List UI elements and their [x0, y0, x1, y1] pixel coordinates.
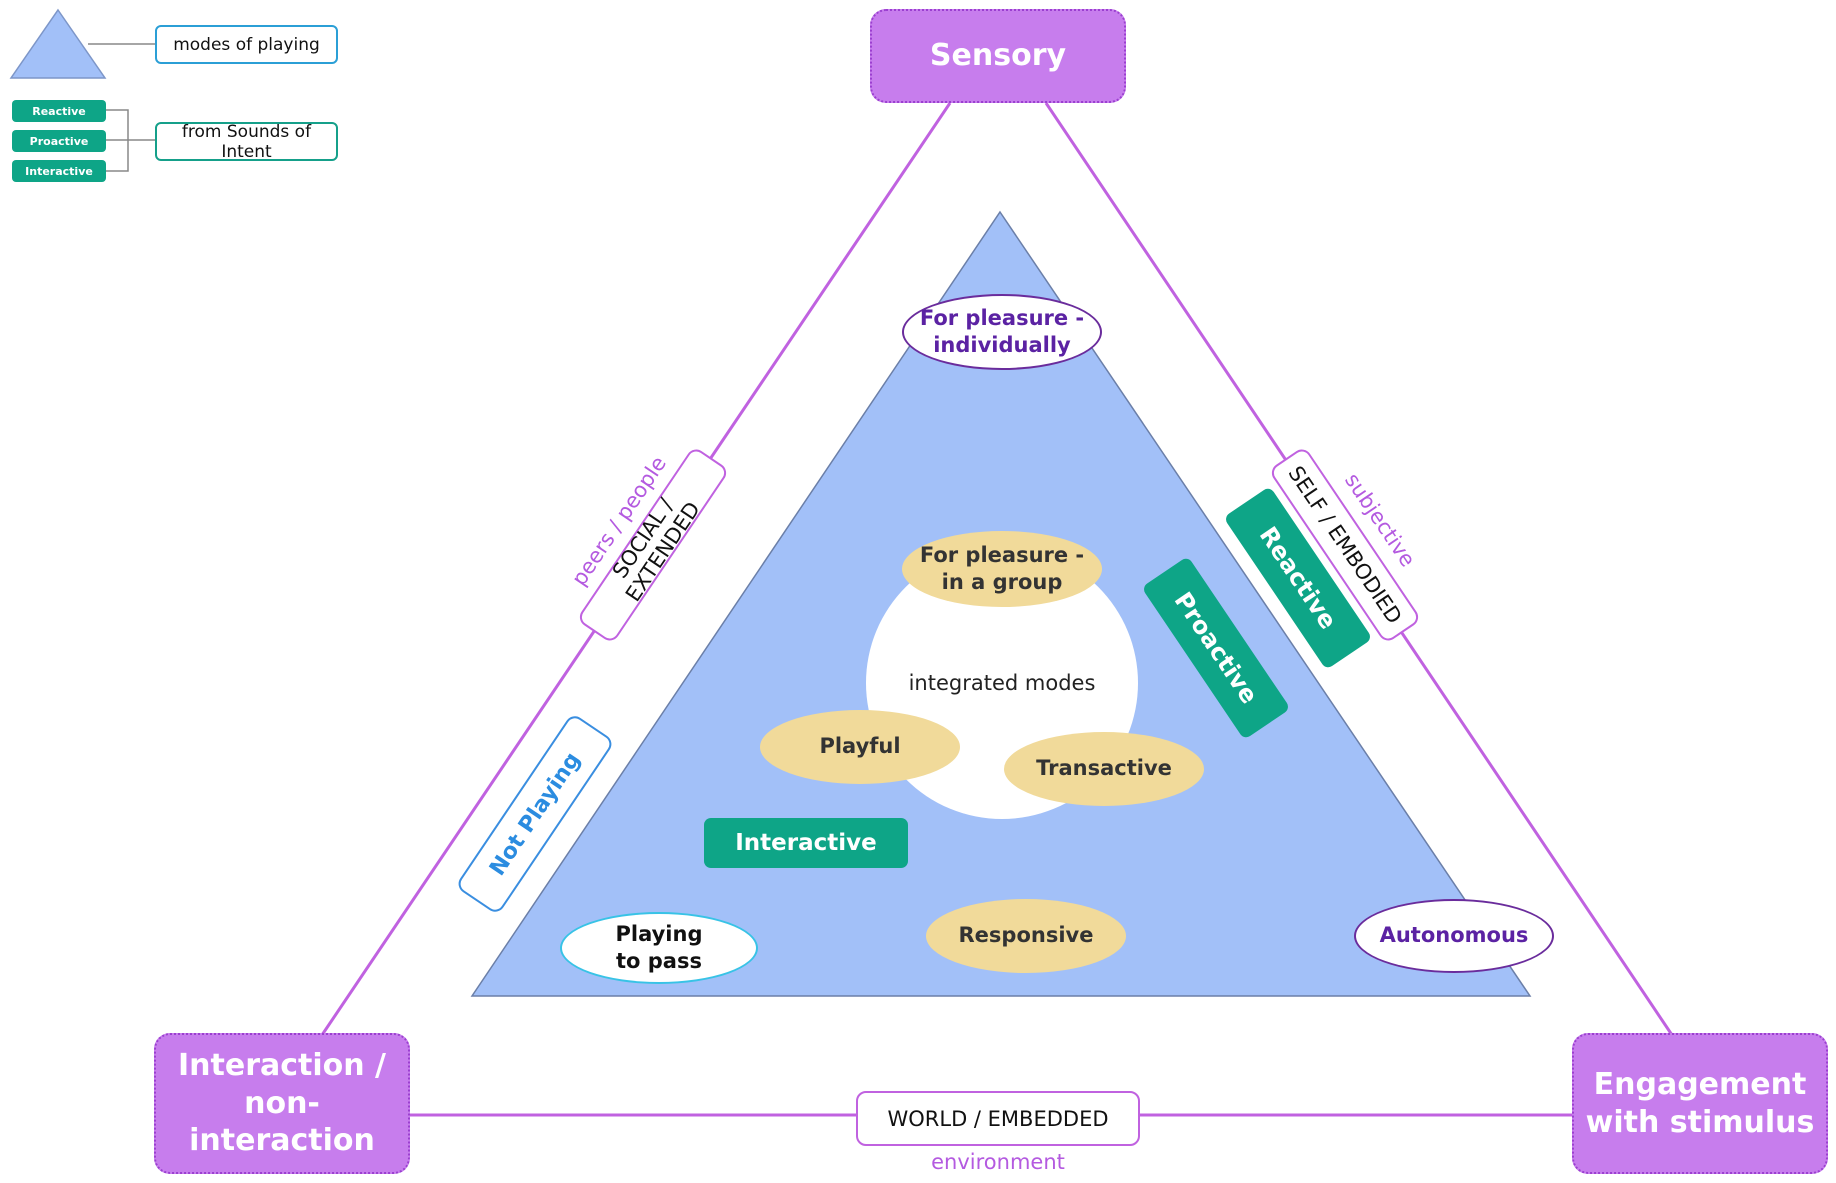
- edge-bottom-caption: environment: [931, 1150, 1065, 1174]
- mode-playful: Playful: [760, 710, 960, 784]
- corner-interaction: Interaction / non-interaction: [154, 1033, 410, 1174]
- mode-playing-to-pass-label: Playing to pass: [615, 921, 703, 973]
- tag-interactive: Interactive: [704, 818, 908, 868]
- mode-autonomous-label: Autonomous: [1379, 923, 1529, 948]
- tag-interactive-label: Interactive: [735, 830, 877, 856]
- mode-transactive-label: Transactive: [1036, 756, 1172, 781]
- corner-interaction-label: Interaction / non-interaction: [177, 1048, 387, 1159]
- mode-pleasure-group-label: For pleasure - in a group: [919, 542, 1085, 594]
- corner-sensory-label: Sensory: [929, 38, 1067, 74]
- mode-pleasure-group: For pleasure - in a group: [902, 531, 1102, 607]
- mode-responsive-label: Responsive: [958, 923, 1094, 948]
- legend-soi-label: from Sounds of Intent: [181, 121, 312, 162]
- edge-bottom-box: WORLD / EMBEDDED: [856, 1091, 1140, 1146]
- edge-bottom-box-label: WORLD / EMBEDDED: [887, 1106, 1109, 1131]
- legend-triangle-icon: [9, 8, 107, 79]
- mode-playful-label: Playful: [819, 734, 901, 759]
- legend-soi-box: from Sounds of Intent: [155, 121, 338, 162]
- mode-pleasure-individually: For pleasure - individually: [902, 294, 1102, 370]
- mode-transactive: Transactive: [1004, 732, 1204, 806]
- corner-sensory: Sensory: [870, 9, 1126, 103]
- legend-tag-proactive: Proactive: [12, 130, 106, 152]
- legend-modes-label: modes of playing: [173, 34, 320, 55]
- mode-pleasure-individually-label: For pleasure - individually: [919, 305, 1085, 357]
- integrated-modes-label: integrated modes: [908, 671, 1096, 695]
- corner-engagement: Engagement with stimulus: [1572, 1033, 1828, 1174]
- mode-responsive: Responsive: [926, 899, 1126, 973]
- mode-playing-to-pass: Playing to pass: [560, 912, 758, 984]
- legend-tag-interactive: Interactive: [12, 160, 106, 182]
- corner-engagement-label: Engagement with stimulus: [1585, 1067, 1815, 1140]
- mode-autonomous: Autonomous: [1354, 899, 1554, 973]
- legend-tag-reactive: Reactive: [12, 100, 106, 122]
- legend-modes-box: modes of playing: [155, 25, 338, 64]
